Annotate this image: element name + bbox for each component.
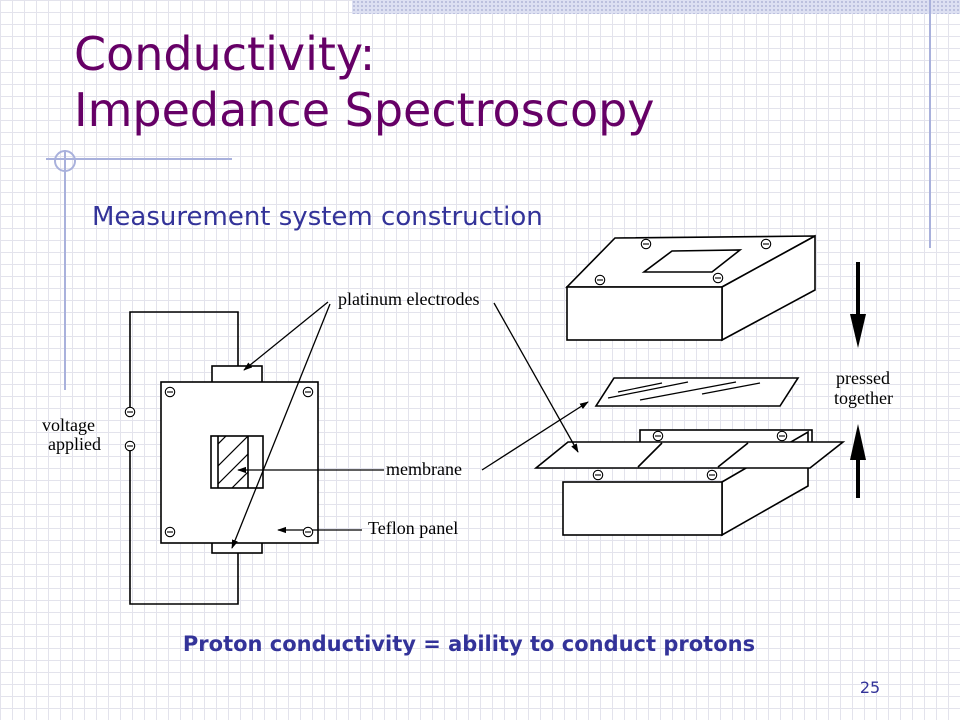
circuit-wire-bottom <box>129 446 239 605</box>
title-line-1: Conductivity: <box>74 27 376 81</box>
label-platinum-electrodes: platinum electrodes <box>338 289 479 309</box>
slide-title: Conductivity: Impedance Spectroscopy <box>74 26 655 138</box>
corner-ornament <box>54 150 76 172</box>
bottom-block-front <box>562 481 723 536</box>
title-underline-rule <box>46 158 232 160</box>
top-block-front <box>566 286 723 341</box>
circuit-wire-top <box>129 311 239 412</box>
electrode-plate <box>533 441 846 469</box>
top-block-window <box>641 249 743 273</box>
slide-subtitle: Measurement system construction <box>92 202 543 232</box>
left-vertical-rule <box>64 150 66 390</box>
arrow-membrane-right <box>481 401 589 471</box>
label-voltage: voltage <box>42 415 95 435</box>
label-pressed: pressed <box>836 368 890 388</box>
label-membrane: membrane <box>386 459 462 479</box>
label-applied: applied <box>48 434 101 454</box>
arrow-electrodes-right <box>493 302 579 453</box>
title-line-2: Impedance Spectroscopy <box>74 83 655 137</box>
page-number: 25 <box>859 678 881 697</box>
label-teflon-panel: Teflon panel <box>368 518 458 538</box>
top-decorative-band <box>352 0 960 14</box>
arrow-electrodes-top <box>243 301 329 371</box>
right-vertical-rule <box>929 0 931 248</box>
arrow-electrodes-bottom <box>231 303 331 549</box>
membrane-sheet <box>594 377 800 407</box>
slide-caption: Proton conductivity = ability to conduct… <box>182 632 756 656</box>
label-together: together <box>834 388 893 408</box>
sample-membrane <box>210 435 264 489</box>
